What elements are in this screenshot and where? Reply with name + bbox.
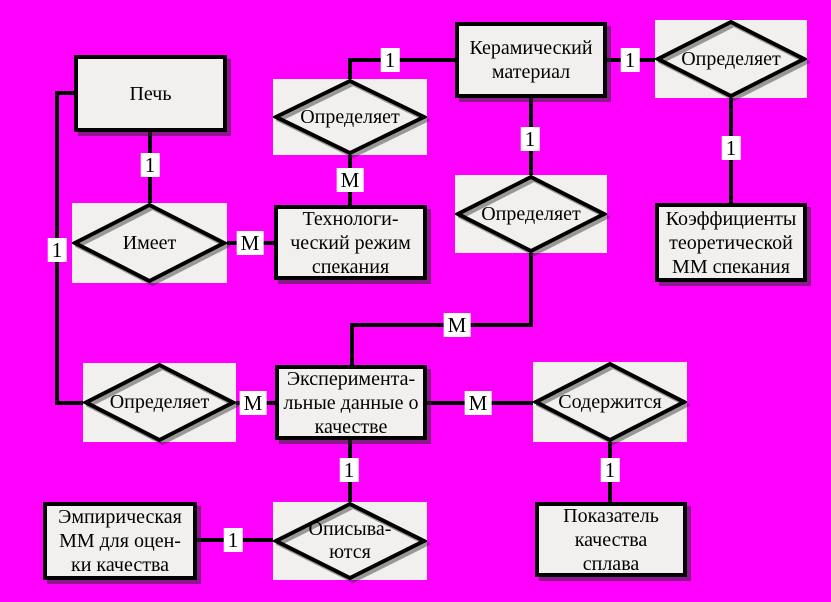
relationship-label-line: Определяет [681,47,781,70]
entity-label-line: ки качества [70,554,170,576]
multiplicity-label: М [464,391,492,415]
entity-label-line: Эмпирическая [58,506,182,528]
entity-label-line: ММ спекания [672,255,790,278]
relationship-label-line: Имеет [122,231,177,254]
relationship-defines-right: Определяет [655,20,807,98]
multiplicity-label: 1 [223,528,243,552]
entity-label-line: ММ для оцен- [59,530,181,552]
entity-label-line: качества [574,528,648,551]
multiplicity-label: 1 [520,127,540,151]
diamond-shape [83,363,236,442]
diamond-shape [273,79,427,155]
entity-label-line: льные данные о [283,391,419,414]
diamond-outline [72,203,227,283]
multiplicity-label: 1 [47,238,67,262]
entity-label-line: Показатель [563,504,659,527]
multiplicity-label: М [236,231,264,255]
entity-label-line: ческий режим [290,231,411,254]
entity-label-line: теоретической [669,231,793,254]
diamond-shape [655,20,807,98]
entity-label-line: Эксперимента- [286,367,416,390]
relationship-label-line: Определяет [481,202,581,225]
relationship-label-line: Определяет [300,105,400,128]
multiplicity-label: М [336,168,364,192]
relationship-label-line: Описыва- [308,518,392,540]
multiplicity-label: 1 [620,48,640,72]
entity-label-line: сплава [582,552,640,575]
relationship-label: Определяет [300,106,400,129]
multiplicity-label: 1 [380,48,400,72]
relationship-label: Описыва-ются [309,518,392,564]
multiplicity-label: 1 [140,153,160,177]
multiplicity-label: 1 [339,458,359,482]
entity-label-line: Технологи- [302,207,399,230]
diamond-outline [533,362,687,442]
relationship-label: Содержится [558,391,661,414]
multiplicity-label: 1 [721,136,741,160]
entity-furnace: Печь [74,55,227,132]
relationship-label-line: Определяет [109,391,210,413]
diamond-outline [655,20,807,98]
relationship-has: Имеет [72,203,227,283]
relationship-label: Определяет [110,391,210,414]
entity-label-line: Печь [129,82,172,105]
relationship-defines-top: Определяет [273,79,427,155]
multiplicity-label: М [443,313,471,337]
diamond-outline [273,79,427,155]
diamond-shape [533,362,687,442]
entity-label-line: качестве [314,415,388,438]
diamond-outline [455,175,607,253]
entity-label-line: Керамический [469,37,593,59]
multiplicity-label: 1 [600,458,620,482]
relationship-contains: Содержится [533,362,687,442]
multiplicity-label: М [239,391,267,415]
diamond-outline [273,502,427,580]
relationship-label-line: ются [329,541,371,563]
relationship-described-by: Описыва-ются [273,502,427,580]
relationship-label: Определяет [681,48,781,71]
relationship-defines-left: Определяет [83,363,236,442]
relationship-label-line: Содержится [558,390,662,413]
entity-label-line: спекания [311,255,390,278]
diamond-shape [72,203,227,283]
entity-label-line: материал [491,61,571,83]
diamond-outline [83,363,236,442]
diamond-shape [273,502,427,580]
entity-label-line: Коэффициенты [665,207,797,230]
diamond-shape [455,175,607,253]
connector-line [350,253,533,365]
relationship-label: Имеет [123,232,177,255]
relationship-defines-middle: Определяет [455,175,607,253]
connector-line [348,58,455,80]
relationship-label: Определяет [481,203,581,226]
